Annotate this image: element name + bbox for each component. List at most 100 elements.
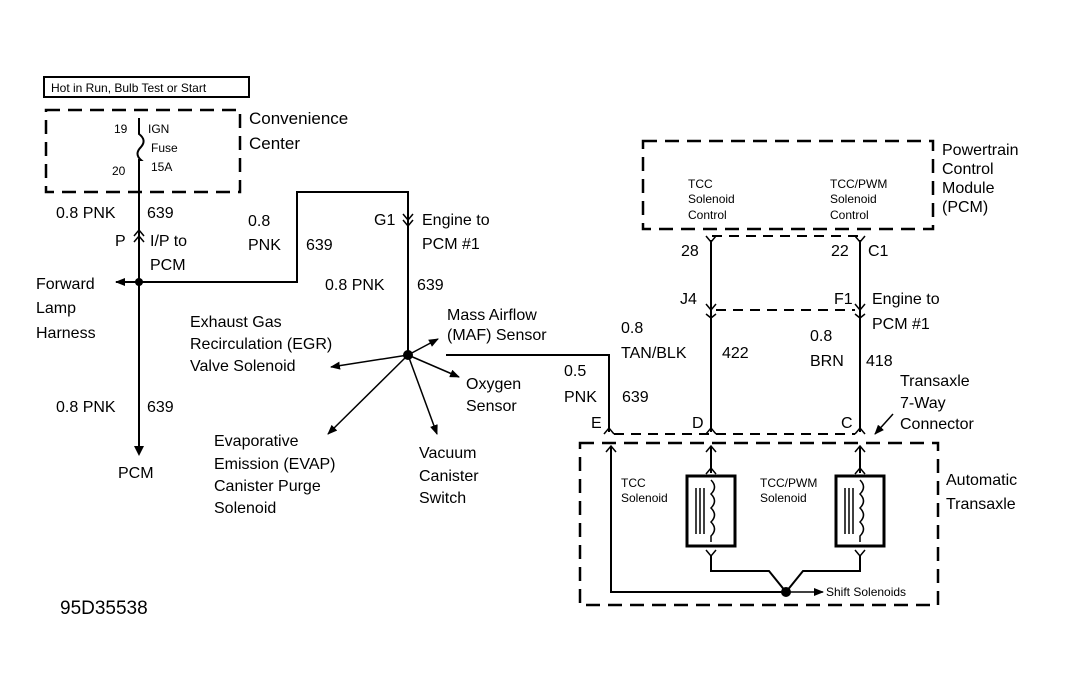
o2-sensor-label-2: Sensor: [466, 398, 517, 415]
connector-pointer-arrow: [874, 413, 894, 435]
shift-feed-wire: [610, 447, 786, 593]
forward-lamp-label-2: Lamp: [36, 300, 76, 317]
g1-connector-label: Engine to: [422, 212, 490, 229]
left-lower-gauge: 0.8 PNK: [56, 399, 116, 416]
middle-feed-wire: 0.8 PNK 639 G1 Engine to PCM #1 0.8 PNK …: [139, 191, 490, 352]
solenoid-return-wire: [710, 556, 861, 594]
power-label-text: Hot in Run, Bulb Test or Start: [51, 81, 207, 95]
g1-connector-label-2: PCM #1: [422, 236, 480, 253]
pwm-wire-circuit: 418: [866, 353, 893, 370]
transaxle-connector-label-3: Connector: [900, 416, 974, 433]
left-wire-circuit: 639: [147, 205, 174, 222]
pcm-box: [641, 139, 935, 231]
forward-lamp-label: Forward: [36, 276, 95, 293]
tcc-bottom-terminal-icon: [705, 549, 717, 558]
ip-connector-pin: P: [115, 233, 126, 250]
evap-label-2: Emission (EVAP): [214, 456, 336, 473]
power-source-label: Hot in Run, Bulb Test or Start: [43, 76, 250, 98]
tcc-control-label-3: Control: [688, 208, 727, 222]
pcm-label-4: (PCM): [942, 199, 988, 216]
j4-connector-icon: [705, 303, 717, 319]
fuse-pin-19: 19: [114, 122, 128, 136]
feed-wire-color: PNK: [564, 389, 597, 406]
pwm-core-icon: [844, 488, 854, 534]
transaxle-connector-icon: [603, 426, 866, 435]
pcm-destination-label: PCM: [118, 465, 154, 482]
convenience-center: Convenience Center 19 20 IGN Fuse 15A: [44, 108, 348, 194]
convenience-center-label-2: Center: [249, 134, 300, 153]
pwm-terminal-icon: [854, 444, 866, 475]
o2-sensor-label: Oxygen: [466, 376, 521, 393]
g1-connector-pin: G1: [374, 212, 395, 229]
pwm-bottom-terminal-icon: [854, 549, 866, 558]
tcc-wires: J4 F1 Engine to PCM #1 0.8 TAN/BLK 422 0…: [564, 240, 940, 432]
convenience-center-label: Convenience: [249, 109, 348, 128]
left-wire-gauge: 0.8 PNK: [56, 205, 116, 222]
evap-label-4: Solenoid: [214, 500, 276, 517]
evap-label: Evaporative: [214, 433, 299, 450]
engine-pin-j4: J4: [680, 291, 697, 308]
tcc-terminal-icon: [705, 444, 717, 475]
pwm-solenoid-box: [834, 474, 886, 548]
egr-branch: [330, 354, 409, 370]
pcm-label: Powertrain: [942, 142, 1018, 159]
fuse-pin-20: 20: [112, 164, 126, 178]
pwm-coil-icon: [858, 479, 865, 542]
engine-connector-label-2: PCM #1: [872, 316, 930, 333]
fuse-label-ign: IGN: [148, 122, 169, 136]
sensor-splice: Mass Airflow (MAF) Sensor Exhaust Gas Re…: [190, 307, 610, 517]
left-wire-arrow-icon: [134, 446, 144, 456]
pcm-pin-28: 28: [681, 243, 699, 260]
forward-lamp-label-3: Harness: [36, 325, 96, 342]
pwm-control-label: TCC/PWM: [830, 177, 887, 191]
ip-connector-label-2: PCM: [150, 257, 186, 274]
ip-connector-icon: [133, 228, 145, 243]
vacuum-switch-label-3: Switch: [419, 490, 466, 507]
automatic-transaxle: Automatic Transaxle Shift Solenoids TCC …: [578, 441, 1017, 607]
figure-id: 95D35538: [60, 598, 148, 619]
transaxle-connector: E D C Transaxle 7-Way Connector: [591, 373, 974, 435]
tcc-core-icon: [695, 488, 705, 534]
transaxle-box: [578, 441, 940, 607]
transaxle-label-2: Transaxle: [946, 496, 1016, 513]
fuse-label-rating: 15A: [151, 160, 172, 174]
pwm-control-label-2: Solenoid: [830, 192, 877, 206]
transaxle-feed-wire: [446, 354, 610, 432]
feed-wire-circuit: 639: [622, 389, 649, 406]
tcc-wire-circuit: 422: [722, 345, 749, 362]
egr-label: Exhaust Gas: [190, 314, 282, 331]
convenience-center-box: [44, 108, 242, 194]
middle-wire-line: [139, 191, 409, 352]
middle-top-circuit: 639: [306, 237, 333, 254]
engine-connector-label: Engine to: [872, 291, 940, 308]
transaxle-label: Automatic: [946, 472, 1017, 489]
pin-e-terminal-icon: [605, 444, 617, 453]
tcc-coil-icon: [709, 479, 716, 542]
egr-label-2: Recirculation (EGR): [190, 336, 332, 353]
maf-label: Mass Airflow: [447, 307, 537, 324]
vacuum-switch-label: Vacuum: [419, 445, 477, 462]
transaxle-pin-e: E: [591, 415, 602, 432]
transaxle-pin-c: C: [841, 415, 853, 432]
tcc-solenoid-label-2: Solenoid: [621, 491, 668, 505]
pcm-connector-c1: C1: [868, 243, 889, 260]
ip-connector-label: I/P to: [150, 233, 187, 250]
tcc-wire-color: TAN/BLK: [621, 345, 687, 362]
pwm-solenoid-label: TCC/PWM: [760, 476, 817, 490]
vacuum-branch: [407, 354, 438, 435]
evap-branch: [327, 354, 409, 435]
vacuum-switch-label-2: Canister: [419, 468, 479, 485]
left-lower-circuit: 639: [147, 399, 174, 416]
tcc-control-label-2: Solenoid: [688, 192, 735, 206]
middle-wire-gauge: 0.8 PNK: [325, 277, 385, 294]
middle-wire-circuit: 639: [417, 277, 444, 294]
left-feed-wire: 0.8 PNK 639 P I/P to PCM Forward Lamp Ha…: [36, 172, 187, 482]
pcm-pin-22: 22: [831, 243, 849, 260]
maf-label-2: (MAF) Sensor: [447, 327, 547, 344]
transaxle-pin-d: D: [692, 415, 704, 432]
tcc-wire-gauge: 0.8: [621, 320, 643, 337]
pwm-wire-color: BRN: [810, 353, 844, 370]
f1-connector-icon: [854, 303, 866, 319]
engine-pin-f1: F1: [834, 291, 853, 308]
middle-top-gauge: 0.8: [248, 213, 270, 230]
